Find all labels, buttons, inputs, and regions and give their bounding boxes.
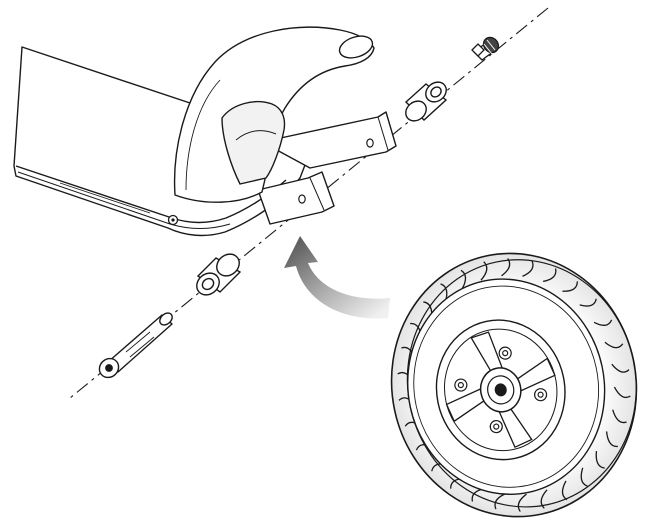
fender <box>173 26 375 203</box>
rear-fork-bracket <box>257 111 397 225</box>
tread-groove <box>593 319 613 326</box>
tread-groove <box>579 298 597 307</box>
axle-bolt <box>98 312 173 379</box>
spacer-left <box>196 253 242 296</box>
nut <box>471 36 500 61</box>
tread-groove <box>501 258 511 277</box>
tread-groove <box>480 261 488 281</box>
tread-groove <box>494 493 506 510</box>
assembly-arrow <box>284 236 390 319</box>
rear-wheel <box>390 252 638 518</box>
tread-groove <box>605 431 618 448</box>
wheel-lug-bolts <box>454 346 548 434</box>
tread-groove <box>562 281 578 292</box>
tread-groove <box>561 480 568 501</box>
bracket-hole-far <box>366 138 374 148</box>
tread-groove <box>580 467 588 487</box>
tread-groove <box>522 260 534 277</box>
tread-groove <box>612 409 627 424</box>
tread-groove <box>611 363 630 373</box>
wheel-spokes <box>445 331 556 449</box>
tread-groove <box>517 493 527 512</box>
tread-groove <box>613 386 631 399</box>
tread-groove <box>460 269 467 290</box>
bracket-hole-near <box>298 194 306 204</box>
tread-groove <box>604 341 624 349</box>
tread-groove <box>542 268 557 283</box>
tread-groove <box>595 450 605 469</box>
tread-groove <box>540 489 548 509</box>
spacer-right <box>404 81 448 122</box>
